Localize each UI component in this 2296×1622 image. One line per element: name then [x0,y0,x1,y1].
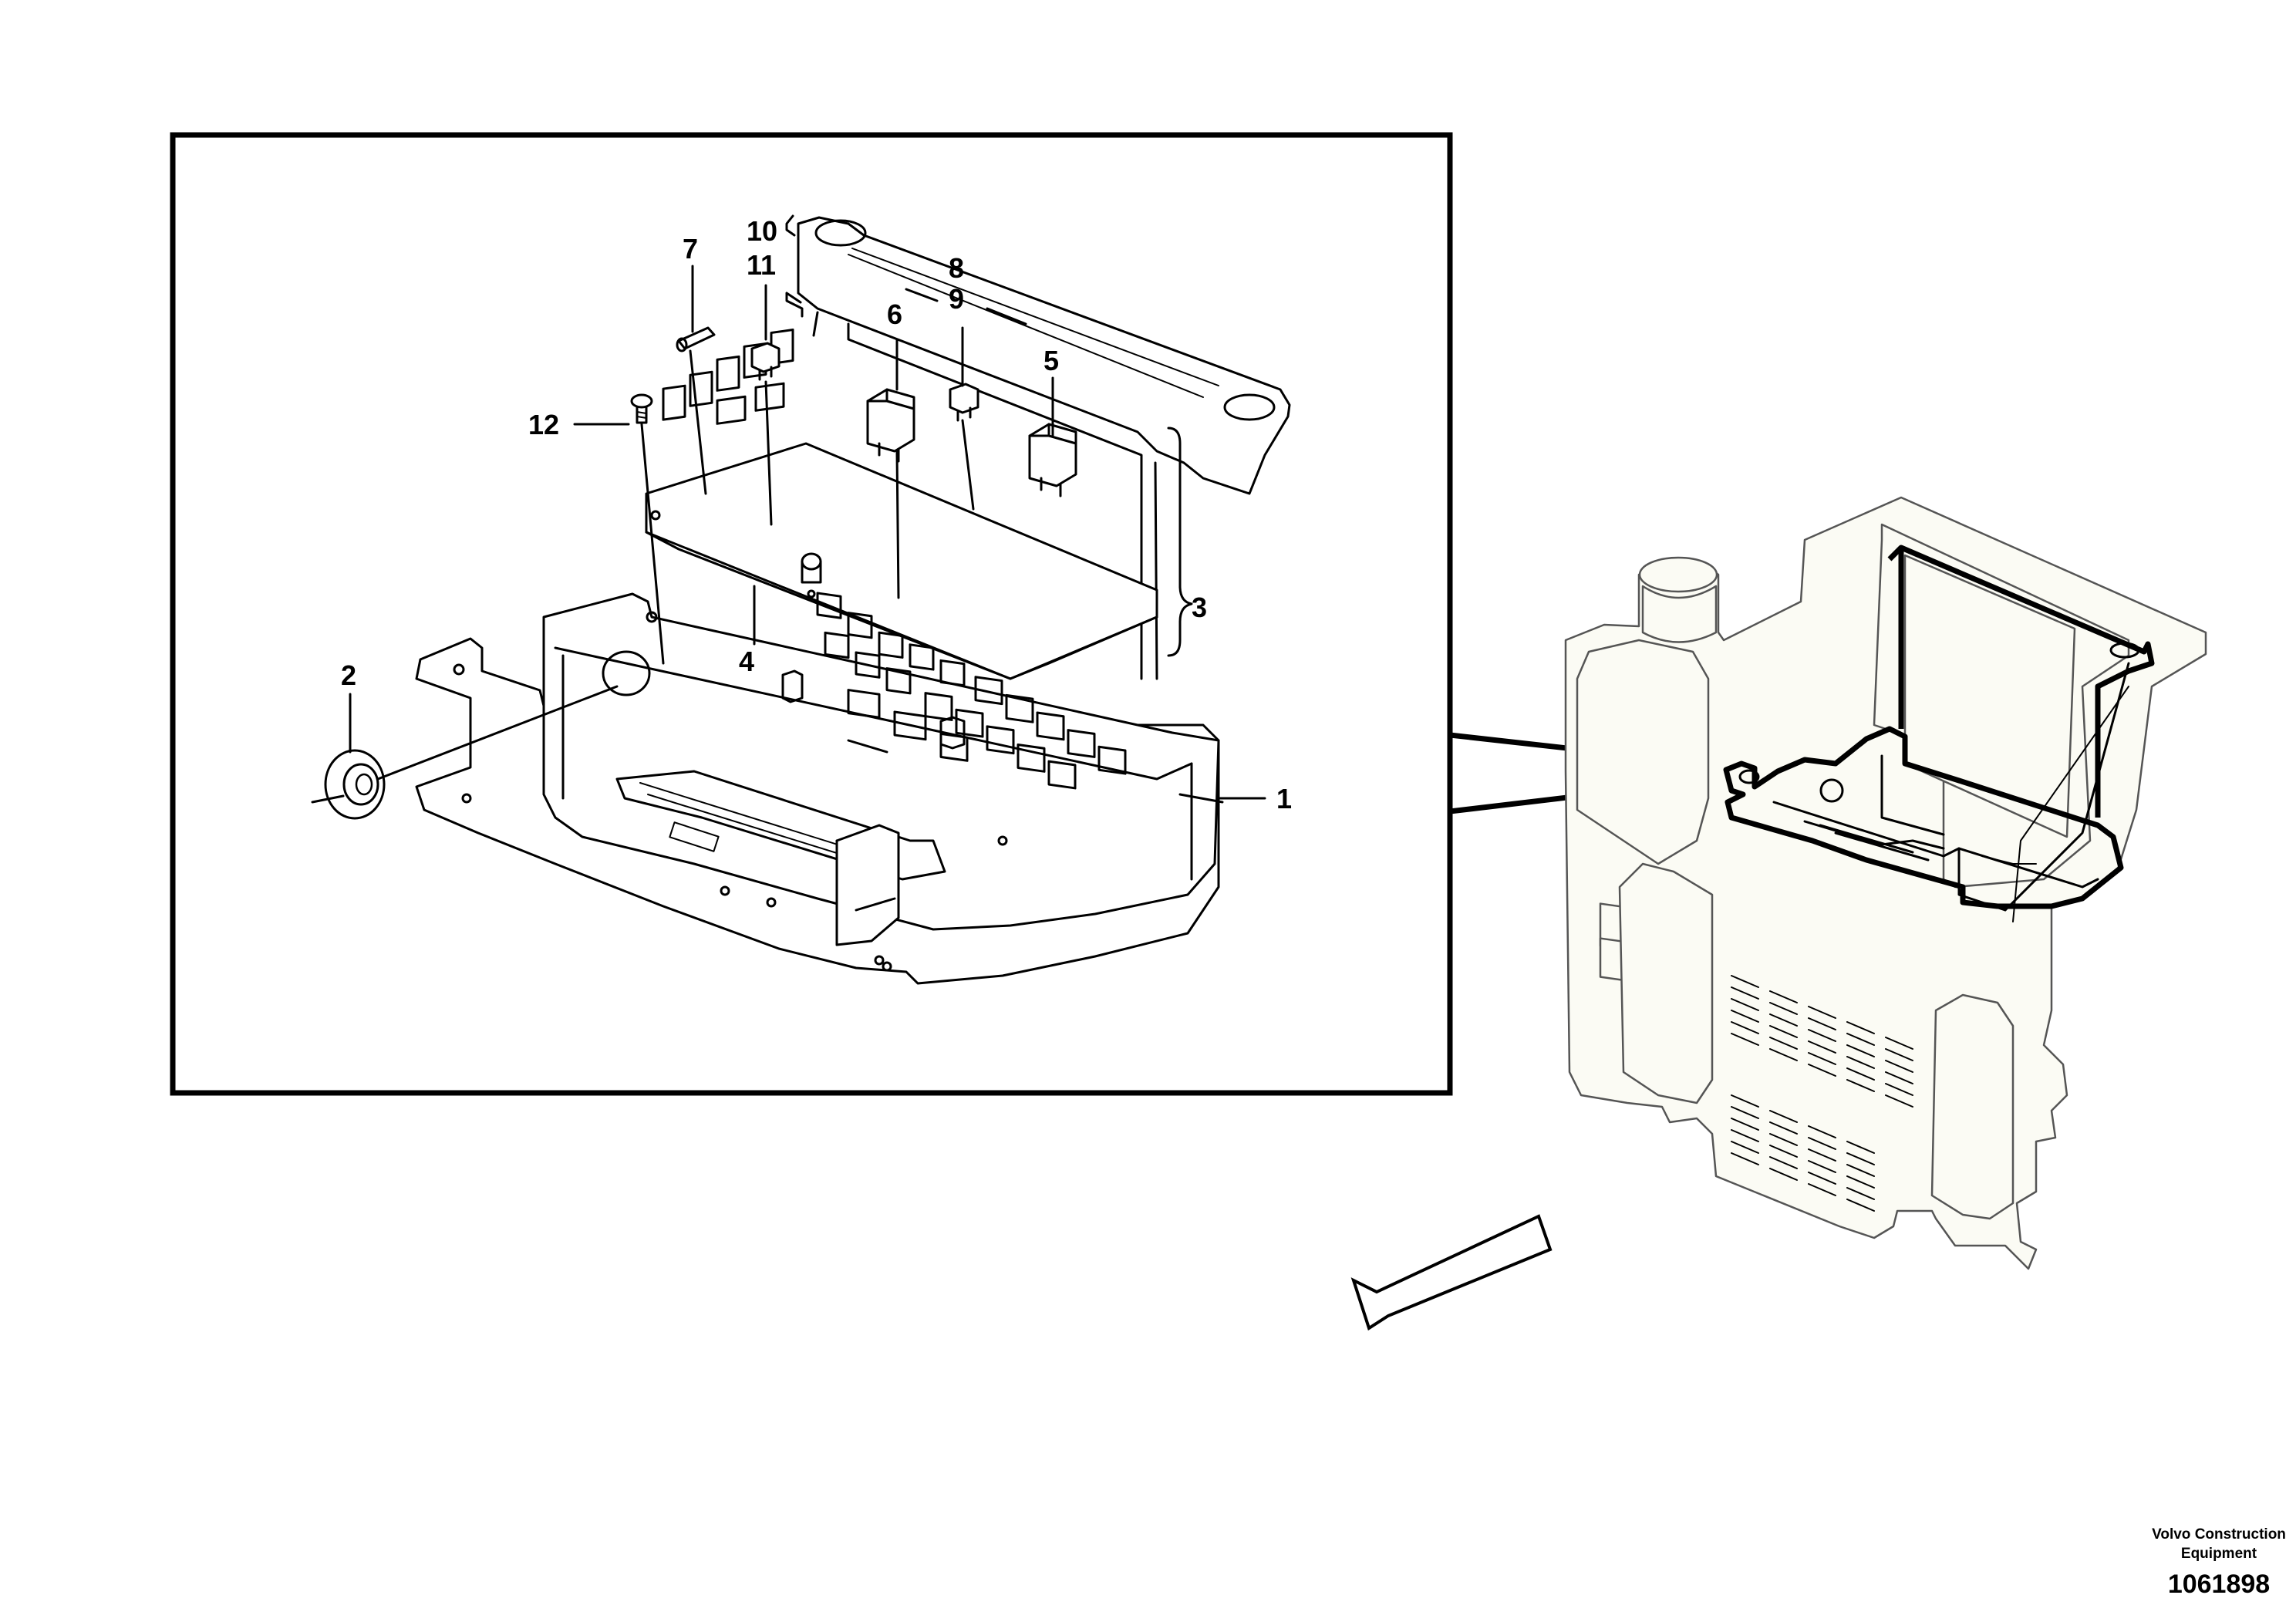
callout-5: 5 [1043,345,1059,376]
blade-fuse-11 [750,342,781,381]
relay-left [866,388,915,463]
callout-3: 3 [1192,592,1207,623]
housing-tray [415,592,1224,985]
callout-1: 1 [1276,783,1292,814]
callout-7: 7 [683,233,698,265]
relay-right [1028,423,1077,497]
callout-2: 2 [341,659,356,691]
callout-11: 11 [747,249,776,281]
callout-6: 6 [887,298,902,330]
glass-fuse [676,326,716,352]
vent-slots [1731,975,1913,1212]
callout-12: 12 [528,409,559,440]
callout-9: 9 [949,283,964,315]
mounting-bracket [797,216,1291,680]
fuse-relay-board [645,329,1158,790]
callout-4: 4 [739,646,754,677]
overview-cab [1564,496,2207,1270]
callout-8: 8 [949,252,964,284]
blade-fuse-9 [949,383,979,422]
figure-number: 1061898 [2168,1570,2270,1599]
credit-company-line2: Equipment [2181,1546,2257,1562]
bracket-3 [1167,427,1193,657]
grommet [311,685,619,820]
direction-arrow [1350,1214,1553,1331]
credit-company-line1: Volvo Construction [2152,1526,2286,1543]
callout-leaders [349,214,1266,800]
screw [630,393,653,424]
callout-10: 10 [747,215,777,247]
